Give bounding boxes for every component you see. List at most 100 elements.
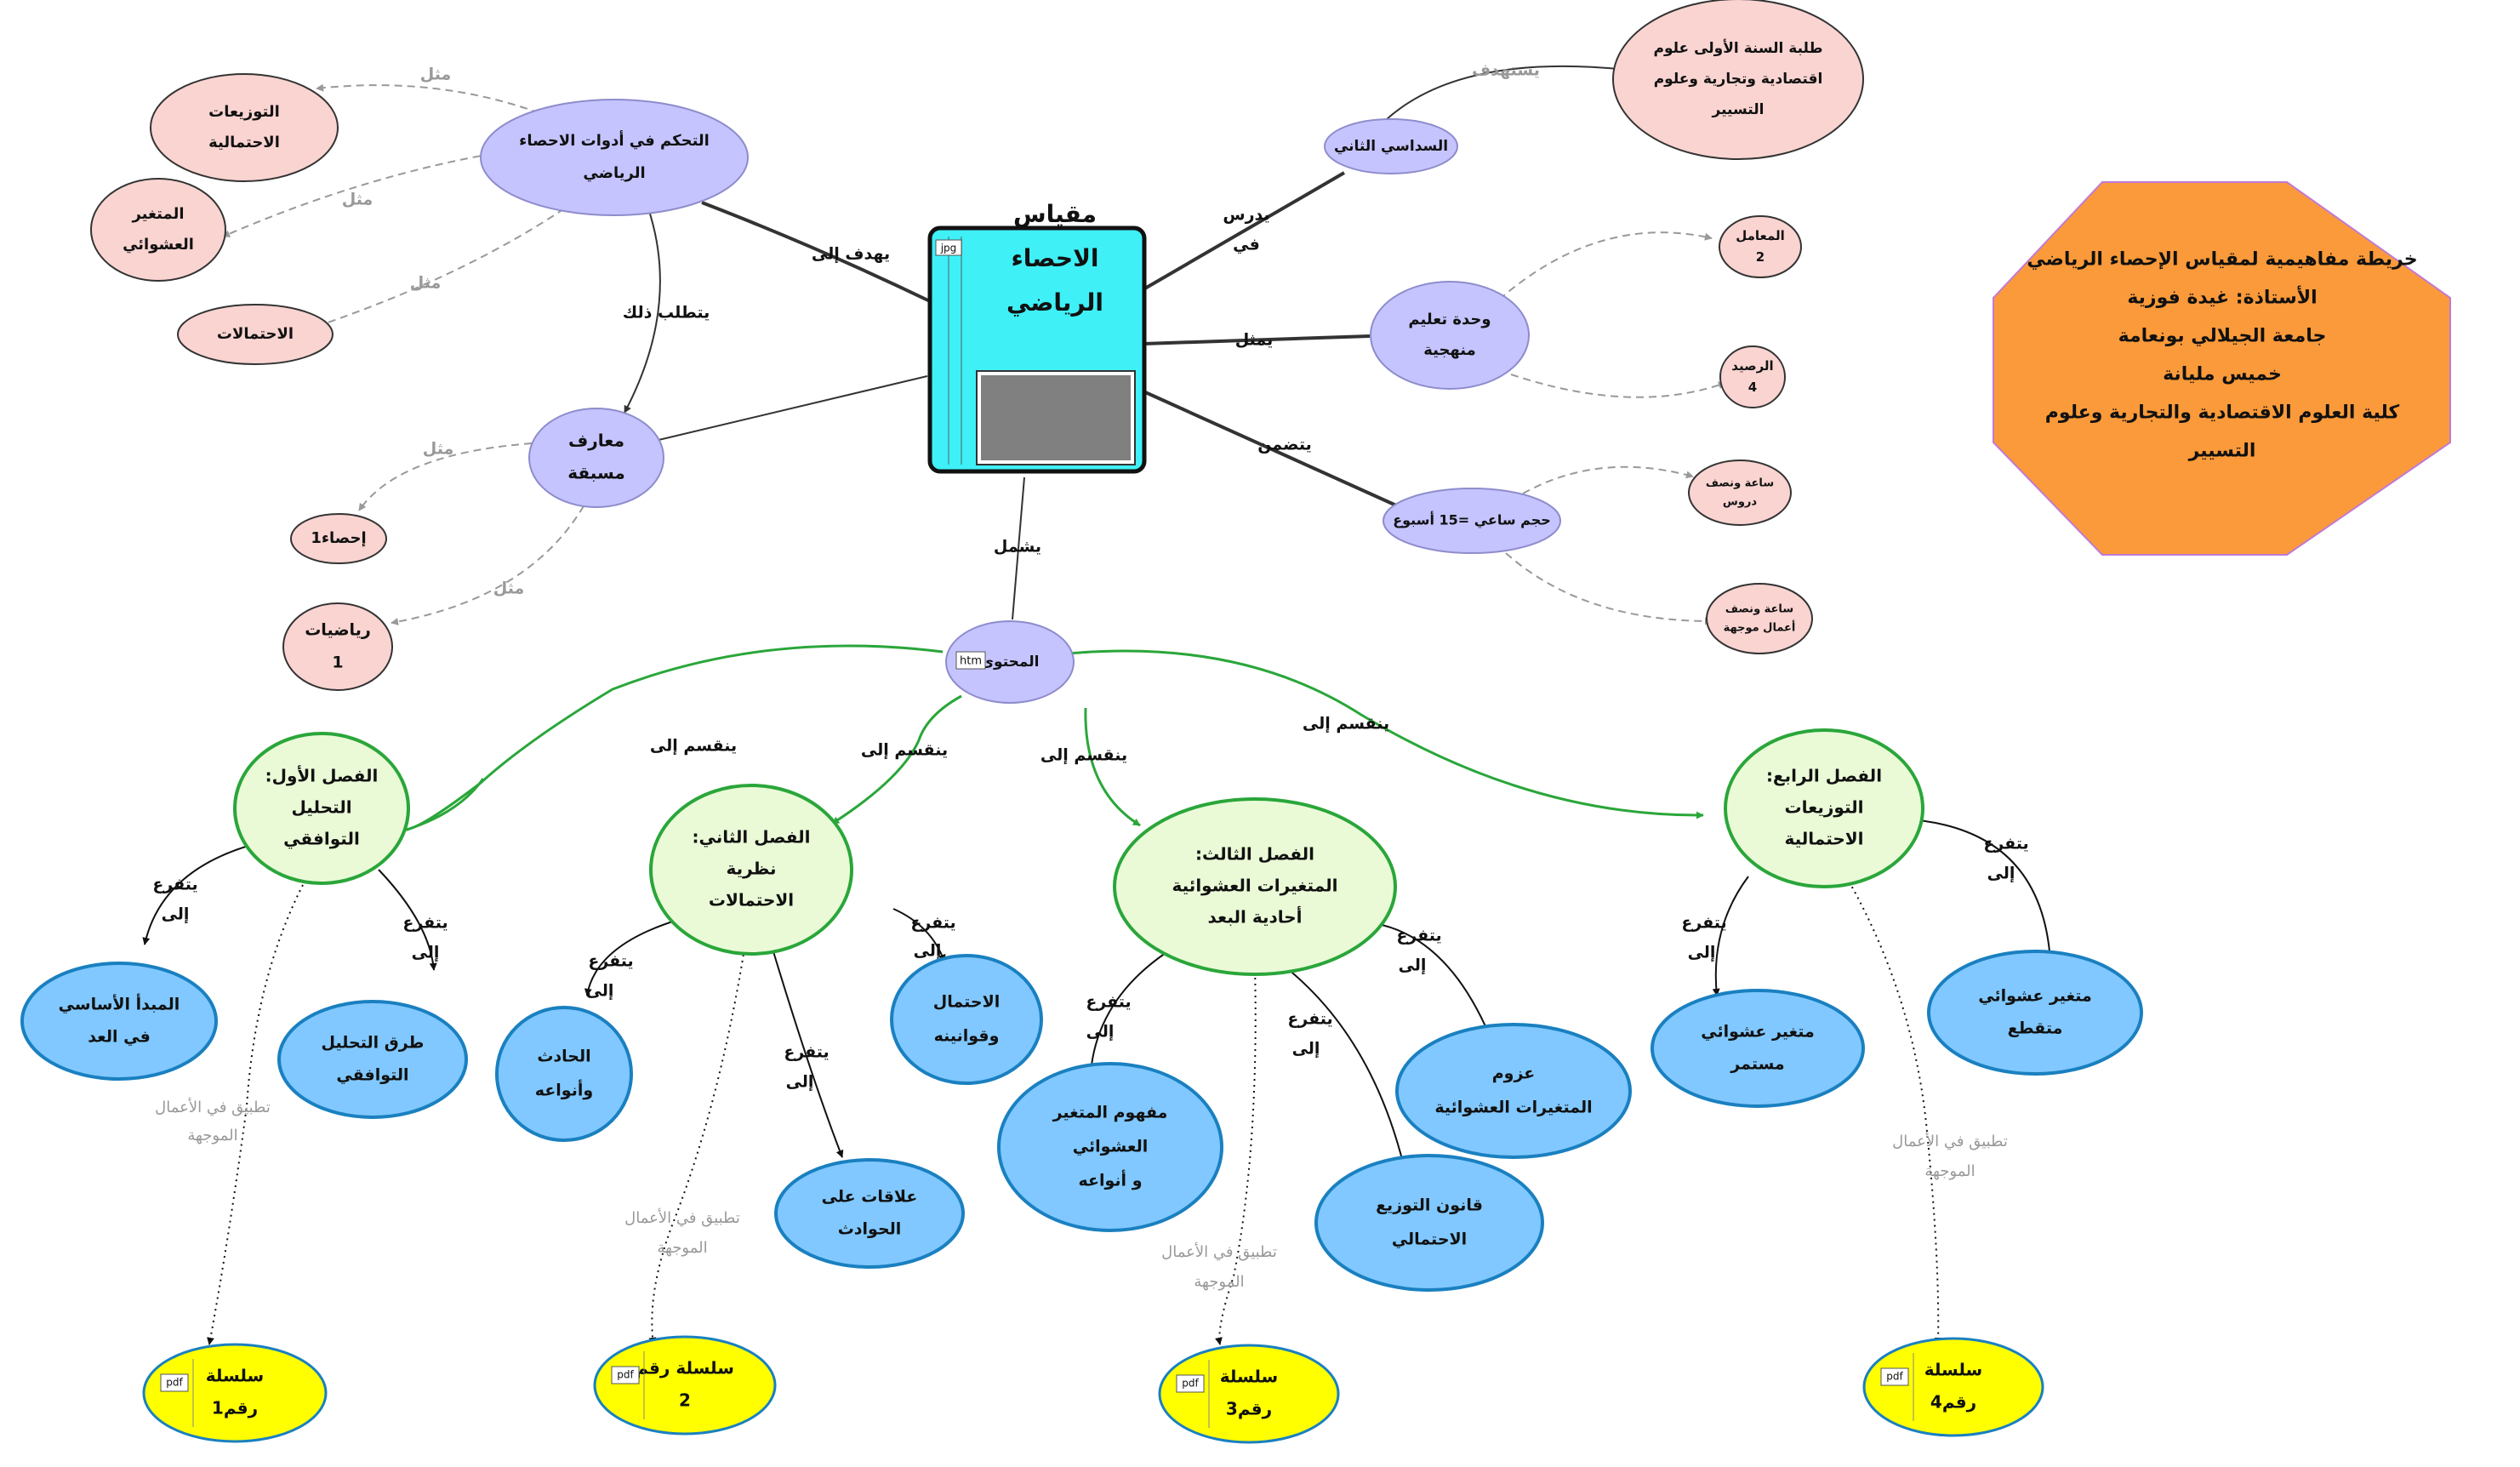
link-label-yatafarra: إلى <box>1688 944 1716 962</box>
link-fasl2-ihtimal <box>892 908 946 962</box>
node-hajm[interactable]: حجم ساعي =15 أسبوع <box>1383 488 1561 554</box>
node-muamil-shape <box>1719 215 1802 278</box>
node-label-fasl4: الاحتمالية <box>1784 829 1863 849</box>
node-silsila1-shape <box>142 1343 328 1443</box>
jpg-badge[interactable] <box>935 239 962 256</box>
link-tahakkum-maaref <box>624 208 661 414</box>
node-ihtimalat[interactable]: الاحتمالات <box>177 304 334 365</box>
link-muhtawa-fasl4 <box>1068 649 1704 819</box>
link-label-tatbiq: الموجهة <box>657 1239 707 1257</box>
node-sudasi[interactable]: السداسي الثاني <box>1324 118 1458 174</box>
link-label-yumaththil: يمثل <box>1235 331 1274 350</box>
link-label-yatafarra: يتفرع <box>402 914 448 933</box>
node-label-silsila3: رقم3 <box>1226 1399 1272 1419</box>
link-label-yatafarra: إلى <box>162 905 190 924</box>
node-label-silsila3: سلسلة <box>1220 1367 1278 1387</box>
pdf-badge[interactable] <box>160 1373 189 1392</box>
link-mithl-ihsaa1 <box>358 442 545 511</box>
link-label-yanqasim: ينقسم إلى <box>1303 715 1389 734</box>
node-label-riyadiyat: رياضيات <box>305 621 371 640</box>
link-central-muhtawa <box>1012 477 1025 620</box>
node-label-saa_aamal: ساعة ونصف <box>1725 603 1793 616</box>
link-mithl-mutaghayyir <box>222 151 506 237</box>
link-label-tatbiq: تطبيق في الأعمال <box>1892 1132 2008 1150</box>
link-fasl3-qanun <box>1275 959 1406 1167</box>
node-wahda-shape <box>1370 281 1530 390</box>
link-muhtawa-fasl1-head <box>406 778 485 831</box>
link-label-yatadamman: يتضمن <box>1257 436 1311 454</box>
link-mithl-ihtimalat <box>312 193 586 329</box>
node-mutaqati-shape <box>1927 950 2143 1076</box>
link-label-yahdif: يهدف إلى <box>812 245 890 264</box>
central-image-thumbnail[interactable] <box>981 375 1131 460</box>
link-label-yatafarra: يتفرع <box>588 952 633 971</box>
node-label-muhtawa: المحتوى <box>980 654 1039 671</box>
info-box-line: كلية العلوم الاقتصادية والتجارية وعلوم <box>2045 402 2400 424</box>
node-label-tawziaat: الاحتمالية <box>208 134 280 151</box>
link-label-yatafarra: إلى <box>786 1073 814 1092</box>
info-box-line: جامعة الجيلالي بونعامة <box>2118 326 2327 347</box>
node-label-uzum: عزوم <box>1492 1065 1536 1083</box>
info-box: خريطة مفاهيمية لمقياس الإحصاء الرياضيالأ… <box>1993 181 2451 556</box>
node-label-silsila4: سلسلة <box>1924 1360 1982 1380</box>
node-ihsaa1[interactable]: إحصاء1 <box>290 513 387 564</box>
node-mustamir-shape <box>1651 989 1865 1108</box>
link-label-mithl: مثل <box>423 440 453 459</box>
node-label-fasl2: نظرية <box>726 859 776 879</box>
link-label-yatafarra: يتفرع <box>1396 927 1441 945</box>
link-central-tahakkum <box>701 201 931 303</box>
node-label-muamil: المعامل <box>1736 228 1785 243</box>
link-label-tatbiq: تطبيق في الأعمال <box>155 1098 271 1116</box>
pdf-badge[interactable] <box>611 1366 640 1384</box>
node-label-saa_durus: دروس <box>1723 496 1758 509</box>
node-ihtimal_q-shape <box>890 954 1043 1085</box>
pdf-badge[interactable] <box>1880 1367 1909 1386</box>
pdf-badge[interactable] <box>1176 1374 1205 1393</box>
node-ihsaa1-shape <box>290 513 387 564</box>
link-central-maaref <box>654 375 928 442</box>
link-label-tatbiq: الموجهة <box>187 1127 237 1144</box>
htm-badge-label: htm <box>960 655 982 668</box>
node-ihtimalat-shape <box>177 304 334 365</box>
link-label-yanqasim: ينقسم إلى <box>861 741 948 760</box>
link-label-yatafarra: إلى <box>914 942 942 961</box>
central-node-label: الاحصاء <box>1011 244 1098 272</box>
node-label-fasl1: التحليل <box>291 797 351 818</box>
node-label-mustamir: متغير عشوائي <box>1701 1023 1815 1042</box>
node-label-silsila1: سلسلة <box>206 1366 264 1386</box>
jpg-badge-label: jpg <box>940 243 957 254</box>
htm-badge[interactable] <box>955 651 986 670</box>
node-maaref-shape <box>528 408 664 508</box>
